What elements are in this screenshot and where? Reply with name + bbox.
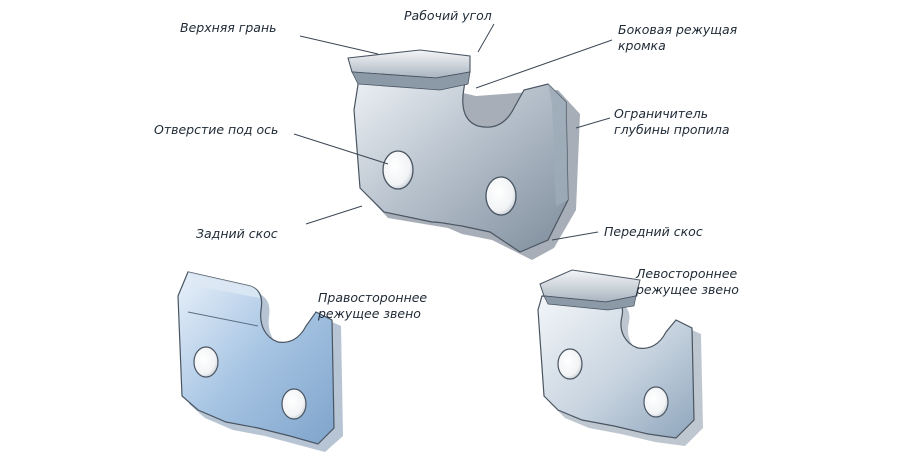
label-right-link-line2: режущее звено — [318, 306, 421, 321]
label-left-link-line1: Левостороннее — [636, 266, 738, 281]
label-depth-limiter: Ограничитель глубины пропила — [614, 106, 730, 138]
label-side-edge-line1: Боковая режущая — [618, 22, 738, 37]
leader-depth-limiter — [575, 117, 611, 129]
leader-rear-bevel — [305, 205, 363, 225]
label-side-edge-line2: кромка — [618, 38, 666, 53]
leader-axle-hole — [293, 133, 389, 165]
leader-front-bevel — [551, 231, 599, 241]
leader-side-edge — [475, 39, 613, 89]
leader-lines — [293, 23, 613, 241]
label-working-angle: Рабочий угол — [404, 8, 492, 23]
label-top-plate: Верхняя грань — [180, 20, 277, 35]
leader-working-angle — [477, 23, 495, 53]
main-cutter-link — [347, 49, 580, 260]
label-depth-limiter-line1: Ограничитель — [614, 106, 709, 121]
leader-top-plate — [299, 35, 379, 55]
label-side-edge: Боковая режущая кромка — [618, 22, 737, 54]
label-front-bevel: Передний скос — [604, 224, 703, 239]
label-left-link: Левостороннее режущее звено — [636, 266, 739, 298]
label-axle-hole: Отверстие под ось — [154, 122, 279, 137]
right-hand-cutter-link — [177, 271, 343, 452]
label-right-link: Правостороннее режущее звено — [318, 290, 427, 322]
label-right-link-line1: Правостороннее — [318, 290, 428, 305]
label-rear-bevel: Задний скос — [196, 226, 278, 241]
left-hand-cutter-link — [537, 269, 703, 446]
label-left-link-line2: режущее звено — [636, 282, 739, 297]
label-depth-limiter-line2: глубины пропила — [614, 122, 730, 137]
